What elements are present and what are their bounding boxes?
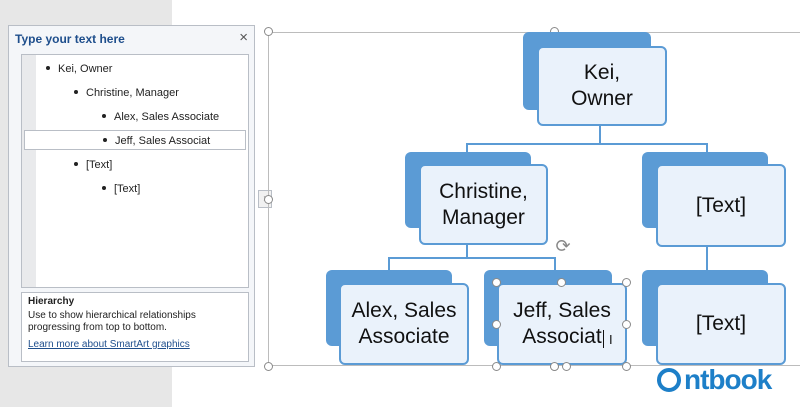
shape-resize-handle[interactable] — [557, 278, 566, 287]
shape-text-top[interactable]: [Text] — [656, 164, 786, 247]
list-item-selected[interactable]: Jeff, Sales Associat — [24, 130, 246, 150]
layout-name: Hierarchy — [28, 296, 75, 307]
list-item-text: Christine, Manager — [86, 87, 179, 99]
resize-handle[interactable] — [264, 27, 273, 36]
smartart-text-pane: Type your text here × Kei, Owner Christi… — [8, 25, 255, 367]
shape-text-bottom[interactable]: [Text] — [656, 283, 786, 365]
resize-handle[interactable] — [264, 362, 273, 371]
connector-line — [599, 124, 601, 144]
layout-description-text: Use to show hierarchical relationships p… — [28, 310, 196, 333]
bullet-icon — [74, 90, 78, 95]
bullet-icon — [102, 186, 106, 191]
list-item-text: [Text] — [114, 183, 141, 195]
shape-jeff-selected[interactable]: Jeff, Sales Associat — [497, 283, 627, 365]
list-item[interactable]: Christine, Manager — [74, 83, 179, 103]
shape-resize-handle[interactable] — [622, 320, 631, 329]
list-item[interactable]: [Text] — [74, 155, 112, 175]
rotate-handle-icon[interactable]: ⟳ — [555, 236, 571, 256]
logo-icon — [657, 368, 681, 392]
close-icon[interactable]: × — [239, 29, 248, 46]
layout-description: Hierarchy Use to show hierarchical relat… — [21, 292, 249, 362]
learn-more-link[interactable]: Learn more about SmartArt graphics — [28, 339, 190, 350]
watermark-logo: ntbook — [684, 364, 772, 395]
shape-resize-handle[interactable] — [622, 362, 631, 371]
list-item-text: Jeff, Sales Associat — [115, 135, 211, 147]
bullet-icon — [46, 66, 50, 71]
shape-resize-handle[interactable] — [492, 320, 501, 329]
bullet-icon — [74, 162, 78, 167]
bullet-icon — [102, 114, 106, 119]
list-item-text: Kei, Owner — [58, 63, 113, 75]
connector-line — [466, 143, 708, 145]
connector-line — [388, 257, 390, 273]
shape-resize-handle[interactable] — [492, 278, 501, 287]
shape-resize-handle[interactable] — [562, 362, 571, 371]
ibeam-cursor-icon: I — [609, 332, 613, 347]
list-item[interactable]: Kei, Owner — [46, 59, 112, 79]
connector-line — [466, 244, 468, 258]
bullet-icon — [103, 138, 107, 143]
shape-resize-handle[interactable] — [492, 362, 501, 371]
list-item[interactable]: Alex, Sales Associate — [102, 107, 219, 127]
text-cursor — [603, 330, 604, 348]
list-item[interactable]: [Text] — [102, 179, 140, 199]
shape-alex[interactable]: Alex, Sales Associate — [339, 283, 469, 365]
shape-owner[interactable]: Kei, Owner — [537, 46, 667, 126]
list-left-bar — [22, 55, 36, 287]
shape-resize-handle[interactable] — [622, 278, 631, 287]
connector-line — [554, 257, 556, 273]
list-item-text: Alex, Sales Associate — [114, 111, 220, 123]
text-pane-list[interactable]: Kei, Owner Christine, Manager Alex, Sale… — [21, 54, 249, 288]
connector-line — [706, 247, 708, 272]
shape-resize-handle[interactable] — [550, 362, 559, 371]
resize-handle[interactable] — [264, 195, 273, 204]
list-item-text: [Text] — [86, 159, 113, 171]
connector-line — [388, 257, 556, 259]
shape-manager[interactable]: Christine, Manager — [419, 164, 548, 245]
text-pane-title: Type your text here — [15, 32, 125, 46]
